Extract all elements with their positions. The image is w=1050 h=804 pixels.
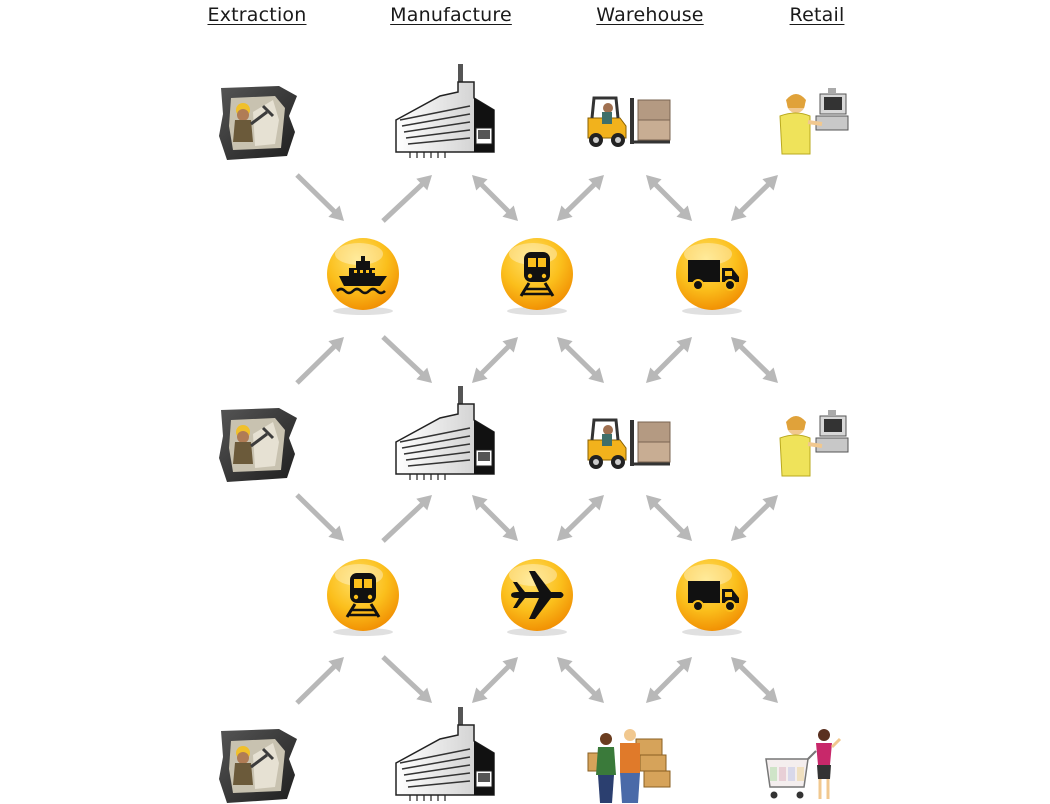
connector-arrow xyxy=(646,337,692,383)
connector-arrow xyxy=(295,493,344,541)
connector-arrow xyxy=(381,335,432,383)
cashier-icon xyxy=(779,410,849,477)
connector-arrow xyxy=(295,173,344,221)
connector-arrow xyxy=(381,175,432,223)
miner-icon xyxy=(219,86,297,160)
connector-arrow xyxy=(381,655,432,703)
workers-icon xyxy=(587,729,671,803)
cashier-icon xyxy=(779,88,849,155)
truck-icon xyxy=(676,238,748,315)
connector-arrow xyxy=(731,337,778,383)
factory-icon xyxy=(395,64,495,158)
connector-arrow xyxy=(381,495,432,543)
connector-arrow xyxy=(731,175,778,221)
shopper-icon xyxy=(765,729,842,799)
connector-arrow xyxy=(472,175,518,221)
header-warehouse: Warehouse xyxy=(596,4,704,26)
connector-arrow xyxy=(646,657,692,703)
connector-arrow xyxy=(646,495,692,541)
connector-arrow xyxy=(557,495,604,541)
header-retail: Retail xyxy=(789,4,845,26)
connector-arrow xyxy=(472,495,518,541)
connector-arrow xyxy=(557,337,604,383)
forklift-icon xyxy=(587,96,671,147)
connector-arrow xyxy=(295,337,344,385)
miner-icon xyxy=(219,408,297,482)
connector-arrow xyxy=(472,657,518,703)
truck-icon xyxy=(676,559,748,636)
forklift-icon xyxy=(587,418,671,469)
factory-icon xyxy=(395,386,495,480)
connector-arrow xyxy=(557,175,604,221)
connector-arrow xyxy=(557,657,604,703)
header-manufacture: Manufacture xyxy=(390,4,512,26)
connector-arrow xyxy=(295,657,344,705)
connector-arrow xyxy=(731,657,778,703)
train-icon xyxy=(501,238,573,315)
factory-icon xyxy=(395,707,495,801)
train-icon xyxy=(327,559,399,636)
connector-arrow xyxy=(731,495,778,541)
plane-icon xyxy=(501,559,573,636)
miner-icon xyxy=(219,729,297,803)
header-extraction: Extraction xyxy=(207,4,307,26)
ship-icon xyxy=(327,238,399,315)
connector-arrow xyxy=(472,337,518,383)
connector-arrow xyxy=(646,175,692,221)
